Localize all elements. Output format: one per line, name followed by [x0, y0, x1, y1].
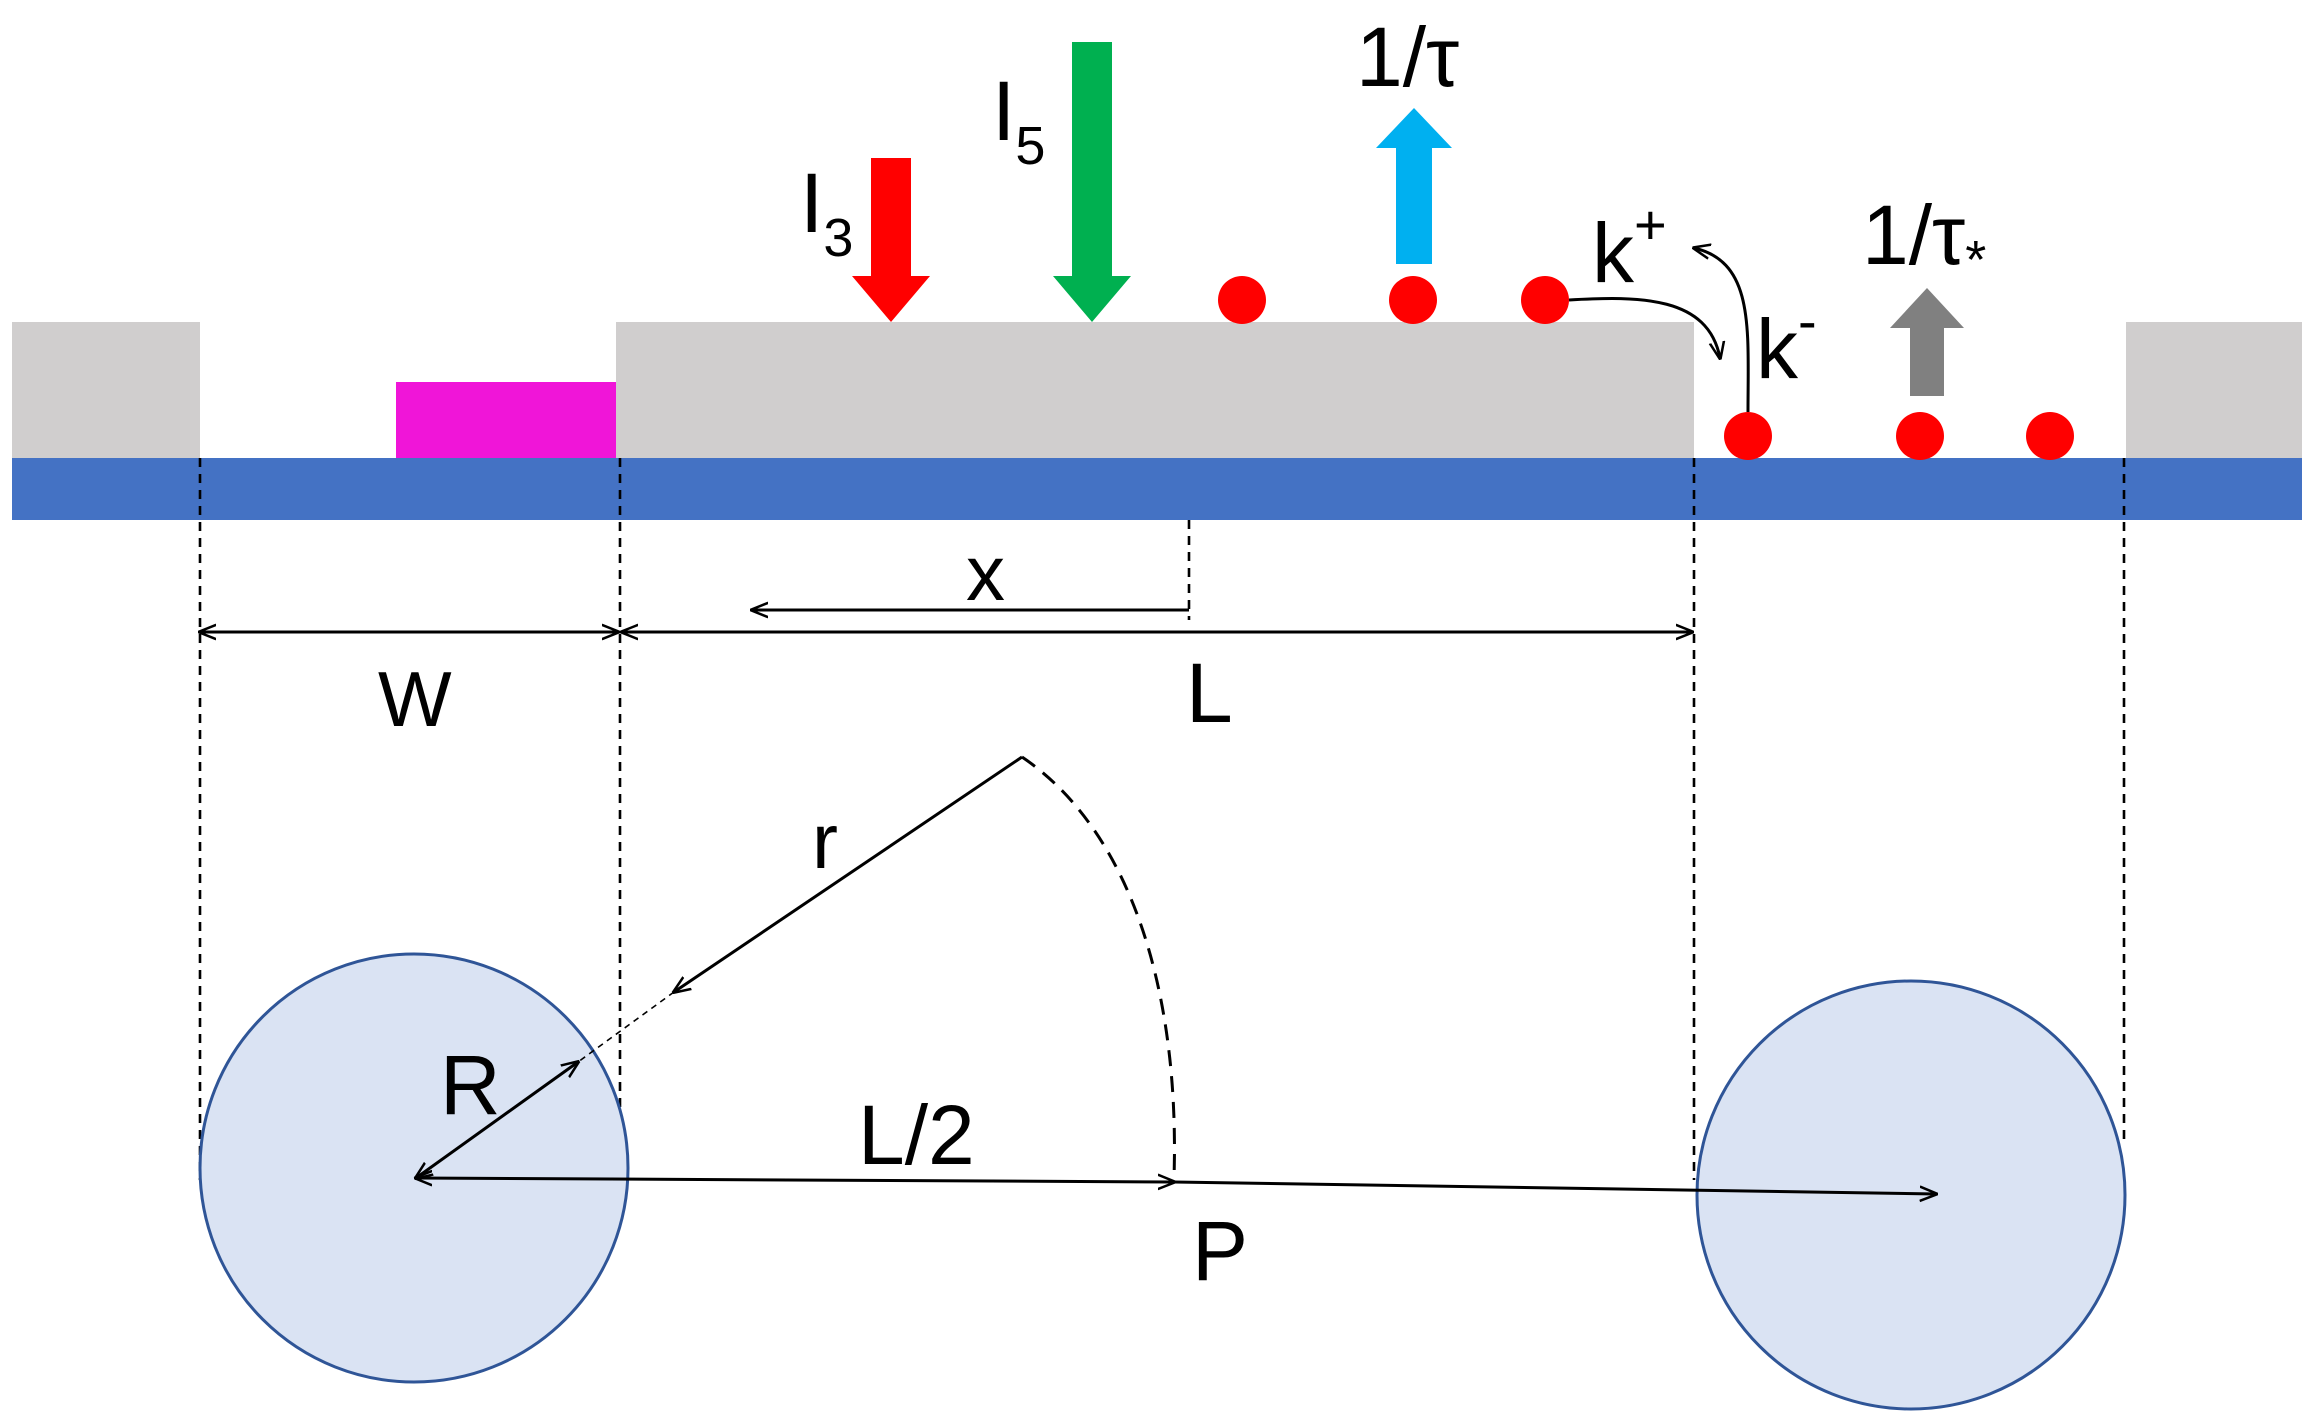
tau-star-arrow: [1890, 288, 1964, 396]
contact-pad: [396, 382, 616, 458]
inv-tau-label: 1/τ: [1356, 10, 1459, 104]
particle: [2026, 412, 2074, 460]
half-l-label: L/2: [858, 1088, 975, 1182]
inv-tau-star-label: 1/τ*: [1862, 188, 1986, 290]
gate-block-center: [616, 322, 1694, 458]
gate-block-right: [2126, 322, 2302, 458]
k-plus-label: k+: [1592, 193, 1667, 300]
r-arc: [1021, 755, 1176, 1179]
tau-arrow: [1376, 108, 1452, 264]
r-label: r: [812, 797, 838, 885]
R-label: R: [440, 1038, 501, 1132]
k-minus-curve: [1568, 297, 1720, 358]
guide-lines: [198, 458, 2126, 1180]
r-line: [674, 755, 1023, 992]
particle: [1724, 412, 1772, 460]
center-line: [1173, 1180, 1936, 1194]
w-label: W: [378, 655, 452, 743]
r-line-dashed: [577, 991, 675, 1063]
half-l-arrow: [416, 1178, 1174, 1182]
substrate-layer: [12, 458, 2302, 520]
i5-arrow: [1053, 42, 1131, 322]
particle: [1521, 276, 1569, 324]
left-disk: [198, 952, 630, 1384]
i5-label: I5: [992, 64, 1045, 176]
particle: [1218, 276, 1266, 324]
l-label: L: [1186, 646, 1233, 740]
p-label: P: [1192, 1204, 1248, 1298]
gate-block-left: [12, 322, 200, 458]
R-arrow: [416, 1062, 578, 1178]
particle: [1389, 276, 1437, 324]
x-label: x: [966, 529, 1005, 617]
particle: [1896, 412, 1944, 460]
k-minus-label: k-: [1756, 289, 1817, 396]
i3-label: I3: [800, 156, 853, 268]
i3-arrow: [852, 158, 930, 322]
k-plus-curve: [1694, 248, 1750, 413]
